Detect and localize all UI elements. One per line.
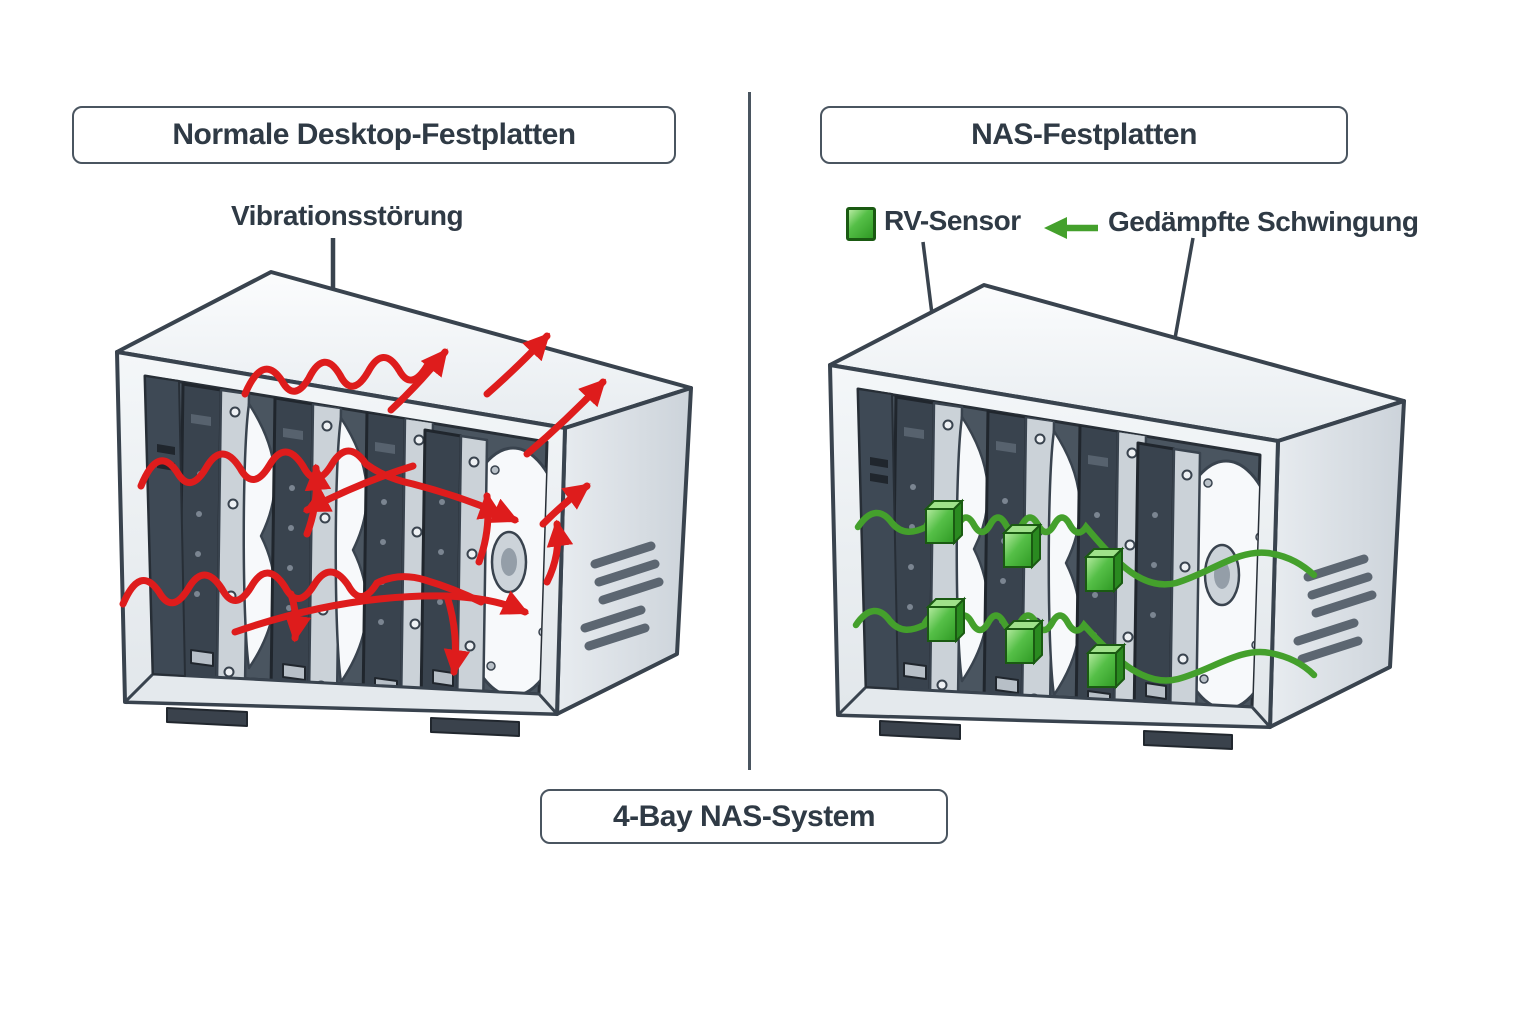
damped-vibration-label: Gedämpfte Schwingung — [1108, 206, 1419, 237]
rv-sensor-label: RV-Sensor — [884, 205, 1021, 236]
footer-system-box: 4-Bay NAS-System — [540, 789, 948, 844]
right-panel-title: NAS-Festplatten — [971, 118, 1197, 151]
vibration-interference-arrows — [119, 332, 607, 677]
rv-sensors-and-damped-waves — [852, 498, 1318, 690]
vertical-divider — [748, 92, 751, 770]
right-panel-title-box: NAS-Festplatten — [820, 106, 1348, 164]
sensor-cube — [1085, 642, 1127, 690]
vibration-annotation: Vibrationsstörung — [230, 200, 464, 231]
footer-system-label: 4-Bay NAS-System — [612, 799, 876, 833]
vibration-pointer-arrow — [319, 238, 347, 327]
damped-wave-row-1 — [854, 509, 1318, 588]
sensor-cube — [925, 596, 967, 644]
damped-wave-arrow-icon — [1044, 217, 1098, 239]
sensor-cubes — [923, 498, 1127, 690]
nas-drives-nas-illustration — [808, 275, 1408, 770]
legend-pointer-arrows — [921, 237, 1195, 398]
sensor-cube — [1083, 546, 1125, 594]
sensor-cube — [923, 498, 965, 546]
damped-wave-row-2 — [852, 607, 1318, 684]
sensor-cube — [1001, 522, 1043, 570]
sensor-cube — [1003, 618, 1045, 666]
desktop-drives-nas-illustration — [95, 262, 695, 757]
left-panel-title-box: Normale Desktop-Festplatten — [72, 106, 676, 164]
left-panel-title: Normale Desktop-Festplatten — [172, 118, 576, 151]
rv-sensor-icon — [846, 207, 876, 241]
